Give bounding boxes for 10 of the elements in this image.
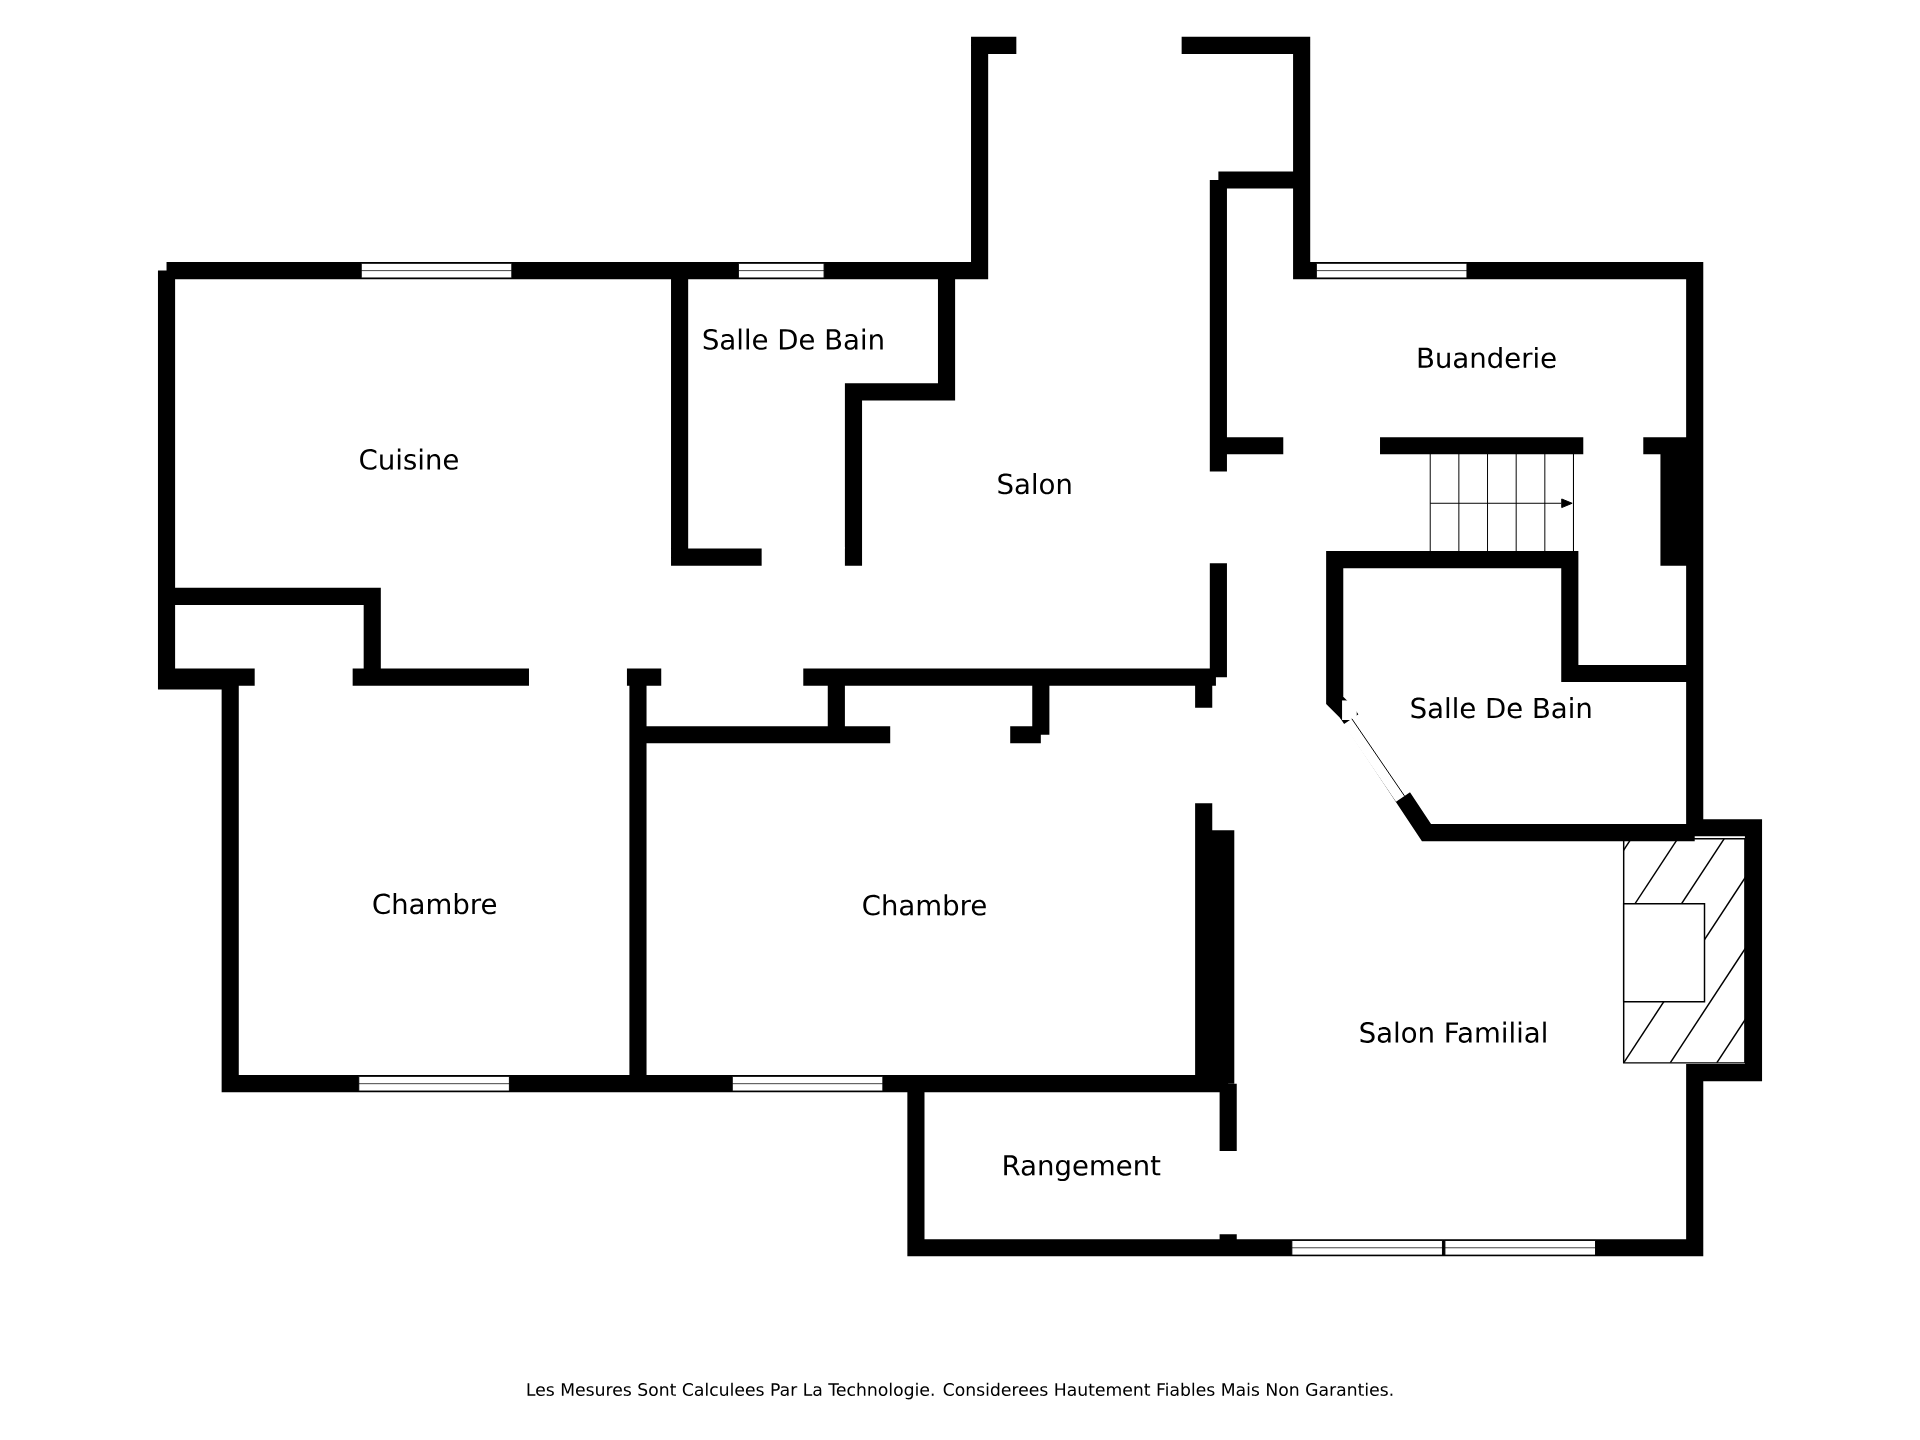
- room-label: Chambre: [863, 894, 986, 916]
- room-label: Salon: [998, 473, 1071, 495]
- room-label: Cuisine: [360, 448, 458, 470]
- room-label: Salle De Bain: [703, 328, 883, 350]
- room-label: Chambre: [373, 893, 497, 915]
- room-label: Buanderie: [1418, 346, 1556, 369]
- footer-note: Les Mesures Sont Calculees Par La Technologie. Considerees Hautement Fiables Mais Non Garanties.: [527, 1382, 1393, 1400]
- room-label: Rangement: [1004, 1155, 1161, 1182]
- room-label: Salon Familial: [1360, 1021, 1546, 1043]
- room-label: Salle De Bain: [1411, 697, 1591, 719]
